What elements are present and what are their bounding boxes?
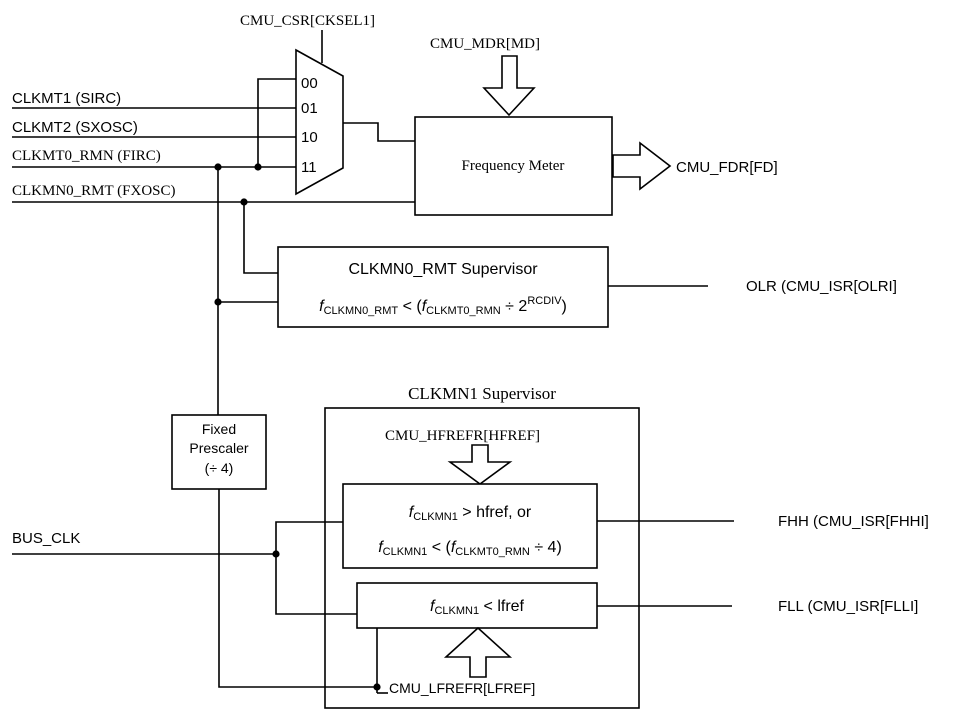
clkmn0-supervisor-title: CLKMN0_RMT Supervisor [348,261,538,278]
junction-dot-prescaler [373,683,381,691]
prescaler-line-3: (÷ 4) [205,460,234,476]
mux-select-label: CMU_CSR[CKSEL1] [240,13,375,29]
clkmn0-supervisor-feed [243,202,278,274]
mdr-register-label: CMU_MDR[MD] [430,36,540,52]
frequency-meter-label: Frequency Meter [462,158,565,174]
fixed-prescaler-block [171,414,267,490]
clkmn0-supervisor-condition: fCLKMN0_RMT < (fCLKMT0_RMN ÷ 2RCDIV) [319,295,567,317]
frequency-meter-block [414,116,613,216]
junction-dot-clkmn0 [240,198,248,206]
lfref-input-arrow [443,626,513,678]
fll-output-label: FLL (CMU_ISR[FLLI] [778,598,918,615]
low-condition-text: fCLKMN1 < lfref [430,598,525,617]
clkmn1-supervisor-frame [324,407,640,709]
high-condition-line-1: fCLKMN1 > hfref, or [409,504,532,523]
mux-port-01: 01 [301,100,318,117]
clkmn1-supervisor-title: CLKMN1 Supervisor [408,384,556,403]
junction-dot-clkmt0-supervisor [214,298,222,306]
mux-port-10: 10 [301,129,318,146]
bus-clk-to-low-check [275,554,357,615]
mdr-input-arrow [482,55,536,117]
hfref-register-label: CMU_HFREFR[HFREF] [385,428,540,444]
fdr-output-arrow [612,141,672,191]
clkmn0-supervisor-block [277,246,609,328]
hfref-input-arrow [447,444,513,485]
prescaler-line-2: Prescaler [189,440,248,456]
mux-port-00: 00 [301,75,318,92]
clock-select-mux [295,48,344,196]
junction-dot-mux-feed [254,163,262,171]
high-condition-line-2: fCLKMN1 < (fCLKMT0_RMN ÷ 4) [378,539,562,558]
fhh-output-label: FHH (CMU_ISR[FHHI] [778,513,929,530]
mux-00-feed-line [257,78,296,167]
mux-port-11: 11 [301,159,317,176]
bus-clk-to-high-check [275,521,343,554]
input-label-clkmt0: CLKMT0_RMN (FIRC) [12,148,161,164]
input-label-clkmt1: CLKMT1 (SIRC) [12,90,121,107]
input-label-bus-clk: BUS_CLK [12,530,80,547]
prescaler-line-1: Fixed [202,421,236,437]
junction-dot-bus-clk [272,550,280,558]
olr-output-label: OLR (CMU_ISR[OLRI] [746,278,897,295]
lfref-register-label: CMU_LFREFR[LFREF] [389,680,535,696]
mux-output-line [343,122,415,142]
high-frequency-check-block [342,483,598,569]
input-label-clkmt2: CLKMT2 (SXOSC) [12,119,138,136]
fdr-register-label: CMU_FDR[FD] [676,159,778,176]
input-label-clkmn0: CLKMN0_RMT (FXOSC) [12,183,176,199]
